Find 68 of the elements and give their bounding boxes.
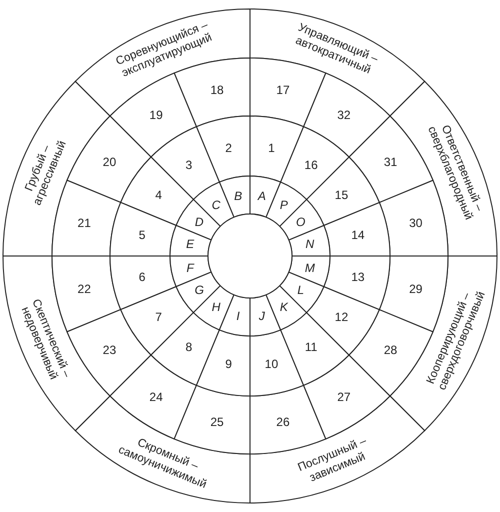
ring-sector <box>192 285 234 330</box>
letter-label: G <box>194 284 204 296</box>
number-label: 13 <box>351 271 365 284</box>
number-label: 23 <box>102 344 116 356</box>
number-label: 16 <box>304 158 318 171</box>
number-label: 26 <box>276 416 290 428</box>
number-label: 28 <box>384 344 398 356</box>
letter-label: F <box>186 262 194 274</box>
ring-sector <box>266 182 308 227</box>
ring-sector <box>288 224 330 256</box>
letter-label: E <box>186 238 194 250</box>
ring-sector <box>66 116 152 203</box>
ring-sector <box>218 294 250 336</box>
number-label: 1 <box>268 142 275 154</box>
ring-sector <box>192 182 234 227</box>
letter-label: B <box>234 190 242 202</box>
number-label: 3 <box>186 158 192 171</box>
ring-sector <box>279 198 324 240</box>
number-label: 30 <box>409 217 422 230</box>
number-label: 2 <box>225 142 232 154</box>
letter-label: D <box>194 216 204 228</box>
ring-sector <box>170 224 212 256</box>
ring-sector <box>170 256 212 288</box>
ring-sector <box>266 285 308 330</box>
letter-label: H <box>212 300 220 313</box>
number-label: 15 <box>334 188 348 201</box>
number-label: 29 <box>409 282 422 295</box>
number-label: 7 <box>155 311 162 324</box>
number-label: 10 <box>264 358 278 370</box>
ring-sector <box>176 272 221 314</box>
ring-sector <box>250 294 282 336</box>
number-label: 27 <box>337 390 351 403</box>
number-label: 11 <box>304 341 318 354</box>
number-label: 22 <box>78 282 91 295</box>
letter-label: I <box>236 310 240 322</box>
letter-label: A <box>258 190 266 202</box>
number-label: 9 <box>225 358 232 370</box>
letter-label: N <box>305 238 314 250</box>
number-label: 32 <box>337 109 351 122</box>
ring-sector <box>279 272 324 314</box>
ring-sector <box>66 309 152 396</box>
letter-label: O <box>296 216 306 228</box>
number-label: 8 <box>186 341 192 354</box>
number-label: 6 <box>138 271 146 284</box>
number-label: 19 <box>149 109 163 122</box>
letter-label: P <box>280 199 288 212</box>
center-circle <box>208 214 292 298</box>
number-label: 14 <box>351 228 365 241</box>
number-label: 24 <box>149 390 163 403</box>
number-label: 4 <box>155 188 162 201</box>
letter-label: L <box>297 284 304 296</box>
number-label: 25 <box>210 416 224 428</box>
letter-label: K <box>280 300 288 313</box>
number-label: 17 <box>276 84 290 96</box>
number-label: 18 <box>210 84 224 96</box>
letter-label: M <box>304 262 315 274</box>
number-label: 20 <box>102 156 116 168</box>
ring-sector <box>110 354 197 440</box>
number-label: 5 <box>138 228 146 241</box>
number-label: 31 <box>384 156 398 168</box>
letter-label: J <box>258 310 265 322</box>
ring-sector <box>218 176 250 218</box>
number-label: 21 <box>78 217 91 230</box>
ring-sector <box>303 72 390 158</box>
letter-label: C <box>212 199 220 212</box>
ring-sector <box>303 354 390 440</box>
ring-sector <box>176 198 221 240</box>
number-label: 12 <box>334 311 348 324</box>
